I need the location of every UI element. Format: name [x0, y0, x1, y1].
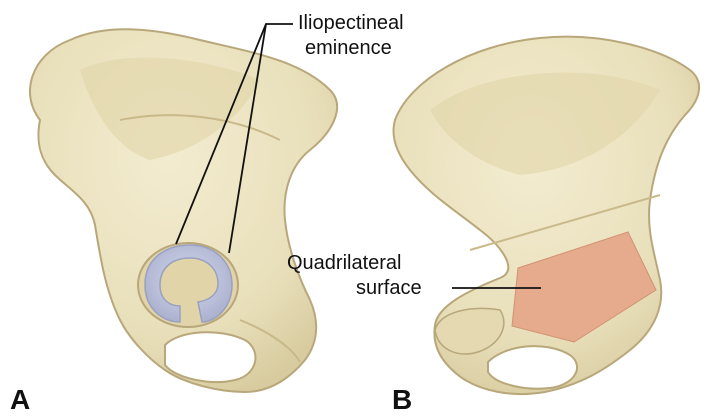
quadrilateral-label-line1: Quadrilateral — [287, 252, 402, 274]
panel-label-a: A — [10, 384, 30, 416]
hip-bone-medial-view — [393, 37, 699, 394]
iliopectineal-label-line2: eminence — [305, 37, 392, 59]
obturator-foramen-a — [165, 332, 255, 382]
hip-bone-lateral-view — [30, 29, 337, 392]
panel-label-b: B — [392, 384, 412, 416]
obturator-foramen-b — [488, 346, 577, 389]
iliopectineal-label-line1: Iliopectineal — [298, 12, 404, 34]
quadrilateral-label-line2: surface — [356, 277, 422, 299]
